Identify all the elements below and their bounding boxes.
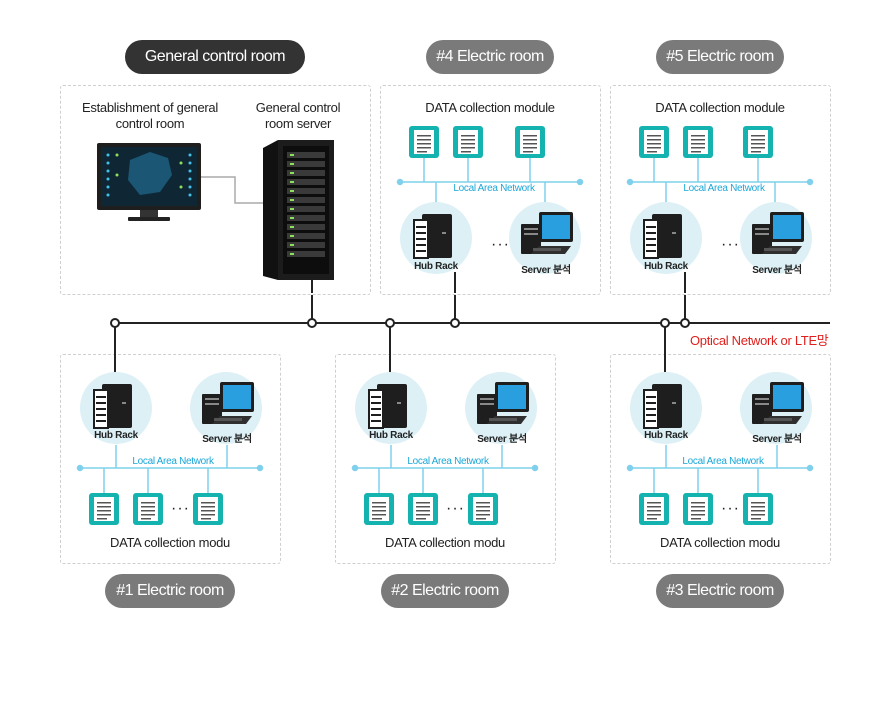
room1-module-caption: DATA collection modu	[110, 535, 230, 550]
room1-ellipsis: ···	[171, 500, 190, 517]
room4-server-caption: Server 분석	[521, 265, 571, 276]
room2-hub-caption: Hub Rack	[369, 430, 413, 441]
room1-label: #1 Electric room	[105, 574, 235, 608]
room2-ellipsis: ···	[446, 500, 465, 517]
backbone-label: Optical Network or LTE망	[690, 333, 829, 348]
room3-hub-caption: Hub Rack	[644, 430, 688, 441]
room2-lan-label: Local Area Network	[401, 456, 495, 467]
room3-lan-label: Local Area Network	[676, 456, 770, 467]
room1-hub-caption: Hub Rack	[94, 430, 138, 441]
room5-server-caption: Server 분석	[752, 265, 802, 276]
monitor-caption: Establishment of general control room	[82, 100, 218, 131]
room4-module-caption: DATA collection module	[425, 100, 555, 115]
room4-lan-label: Local Area Network	[447, 183, 541, 194]
room5-module-caption: DATA collection module	[655, 100, 785, 115]
room3-server-caption: Server 분석	[752, 434, 802, 445]
server-caption: General control room server	[255, 100, 341, 131]
room2-label: #2 Electric room	[381, 574, 509, 608]
room1-lan-label: Local Area Network	[126, 456, 220, 467]
monitor-icon	[97, 143, 201, 221]
room2-module-caption: DATA collection modu	[385, 535, 505, 550]
room5-hub-caption: Hub Rack	[644, 261, 688, 272]
room5-label: #5 Electric room	[656, 40, 784, 74]
room1-server-caption: Server 분석	[202, 434, 252, 445]
room4-ellipsis: ···	[491, 236, 510, 253]
general-control-room-label: General control room	[125, 40, 305, 74]
room3-module-caption: DATA collection modu	[660, 535, 780, 550]
room3-label: #3 Electric room	[656, 574, 784, 608]
rack-server-icon	[263, 140, 334, 280]
room5-lan-label: Local Area Network	[677, 183, 771, 194]
room3-ellipsis: ···	[721, 500, 740, 517]
room4-hub-caption: Hub Rack	[414, 261, 458, 272]
room4-label: #4 Electric room	[426, 40, 554, 74]
room5-ellipsis: ···	[721, 236, 740, 253]
room2-server-caption: Server 분석	[477, 434, 527, 445]
